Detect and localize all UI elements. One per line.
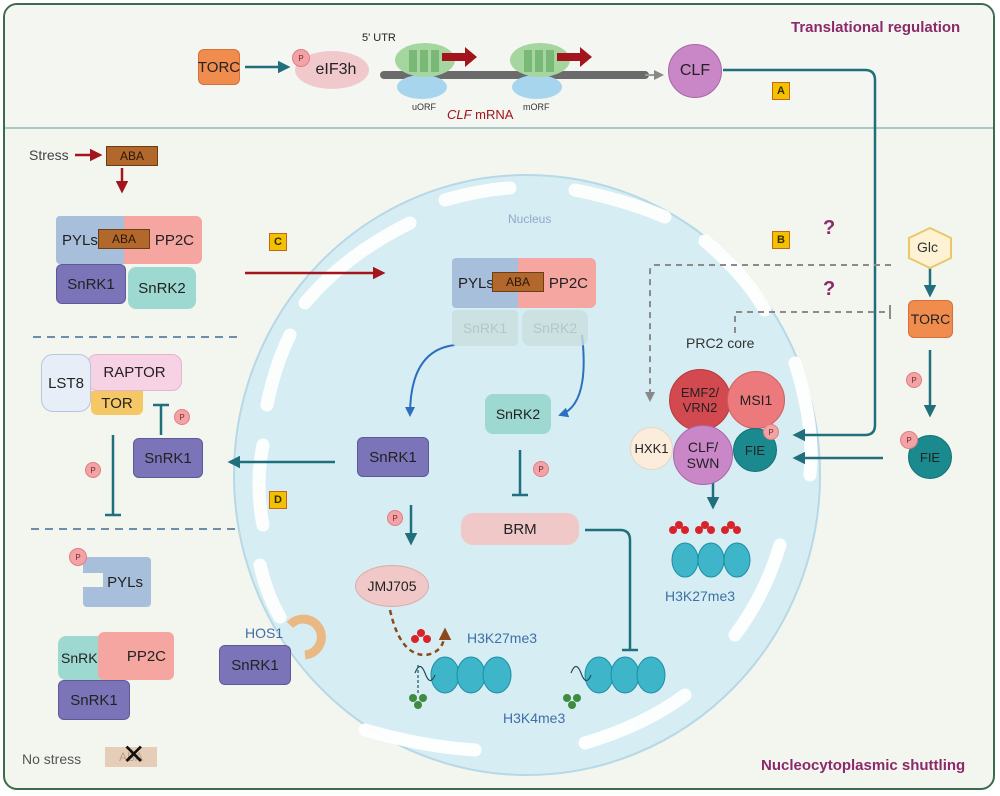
translational-regulation-title: Translational regulation [791, 19, 961, 36]
nucleosomes-brm [584, 656, 666, 694]
jmj705: JMJ705 [355, 565, 429, 607]
clf-gene-name: CLF [447, 107, 472, 122]
ribosome-morf [510, 43, 592, 99]
translational-regulation-panel [5, 5, 993, 129]
phospho-badge-fie-cyto: P [900, 431, 918, 449]
msi1: MSI1 [727, 371, 785, 429]
snrk2-nucleus: SnRK2 [485, 394, 551, 434]
phospho-badge-snrk1-tor: P [174, 409, 190, 425]
cross-icon: ✕ [122, 739, 146, 770]
nucleosomes-prc2 [671, 542, 751, 578]
snrk2-cytoplasm-complex: SnRK2 [128, 267, 196, 309]
h3k4me3-marks-left [409, 694, 427, 709]
pp2c-no-stress: PP2C [98, 632, 174, 680]
hos1-shape [286, 614, 326, 660]
glc-label: Glc [917, 239, 938, 255]
phospho-badge-eif3h: P [292, 49, 310, 67]
h3k27me3-left-label: H3K27me3 [467, 630, 538, 646]
lst8: LST8 [41, 354, 91, 412]
h3k27me3-removed [411, 629, 431, 643]
aba-bound-nucleus: ABA [492, 272, 544, 292]
phospho-badge-torc-fie: P [906, 372, 922, 388]
marker-d: D [269, 491, 287, 509]
nucleosomes-jmj705 [430, 656, 512, 694]
question-mark-b1: ? [823, 217, 836, 239]
clf-protein: CLF [668, 44, 722, 98]
pyls-nucleus: PYLs [452, 258, 518, 308]
raptor: RAPTOR [87, 354, 182, 391]
snrk2-faded: SnRK2 [522, 310, 588, 346]
snrk1-no-stress: SnRK1 [58, 680, 130, 720]
snrk1-cytoplasm-complex: SnRK1 [56, 264, 126, 304]
morf-label: mORF [523, 102, 550, 112]
nucleus [233, 174, 821, 776]
h3k27me3-right-label: H3K27me3 [665, 588, 736, 604]
emf2-vrn2: EMF2/ VRN2 [669, 369, 731, 431]
uorf-label: uORF [412, 102, 437, 112]
clf-mrna-label: CLF mRNA [447, 107, 513, 122]
ribosome-uorf [395, 43, 477, 99]
nuclear-envelope-segments [252, 181, 818, 757]
marker-a: A [772, 82, 790, 100]
torc-glucose: TORC [908, 300, 953, 338]
clf-swn: CLF/ SWN [673, 425, 733, 485]
h3k4me3-marks-right [563, 694, 581, 709]
pyls-binding-pocket [81, 573, 103, 587]
phospho-badge-pyls: P [69, 548, 87, 566]
pyls-no-stress: PYLs [83, 557, 151, 607]
nucleus-label: Nucleus [508, 212, 552, 226]
diagram-canvas [31, 43, 937, 776]
torc-top: TORC [198, 49, 240, 85]
aba-bound-cytoplasm: ABA [98, 229, 150, 249]
h3k27me3-marks [669, 521, 741, 534]
no-stress-label: No stress [22, 751, 82, 767]
marker-b: B [772, 231, 790, 249]
marker-c: C [269, 233, 287, 251]
aba-signal: ABA [106, 146, 158, 166]
utr-label: 5' UTR [362, 32, 396, 44]
mrna-suffix: mRNA [471, 107, 514, 122]
figure-frame: Translational regulation Nucleocytoplasm… [3, 3, 995, 790]
phospho-badge-tor-pyls: P [85, 462, 101, 478]
phospho-badge-fie-prc2: P [763, 424, 779, 440]
brm: BRM [461, 513, 579, 545]
snrk1-hos1: SnRK1 [219, 645, 291, 685]
snrk1-faded: SnRK1 [452, 310, 518, 346]
h3k4me3-label: H3K4me3 [503, 710, 566, 726]
nucleocytoplasmic-shuttling-title: Nucleocytoplasmic shuttling [761, 757, 966, 774]
phospho-badge-snrk1-jmj: P [387, 510, 403, 526]
hos1-label: HOS1 [245, 625, 284, 641]
snrk1-cytoplasm-tor: SnRK1 [133, 438, 203, 478]
glc-hexagon [908, 227, 952, 269]
phospho-badge-snrk2: P [533, 461, 549, 477]
fie-cytoplasm: FIE [908, 435, 952, 479]
prc2-core-label: PRC2 core [686, 335, 755, 351]
hxk1: HXK1 [630, 427, 673, 470]
question-mark-b2: ? [823, 278, 836, 300]
path-a [723, 68, 877, 442]
aba-absent: ABA [105, 747, 157, 767]
snrk1-nucleus: SnRK1 [357, 437, 429, 477]
tor: TOR [91, 391, 143, 415]
stress-label: Stress [29, 147, 69, 163]
